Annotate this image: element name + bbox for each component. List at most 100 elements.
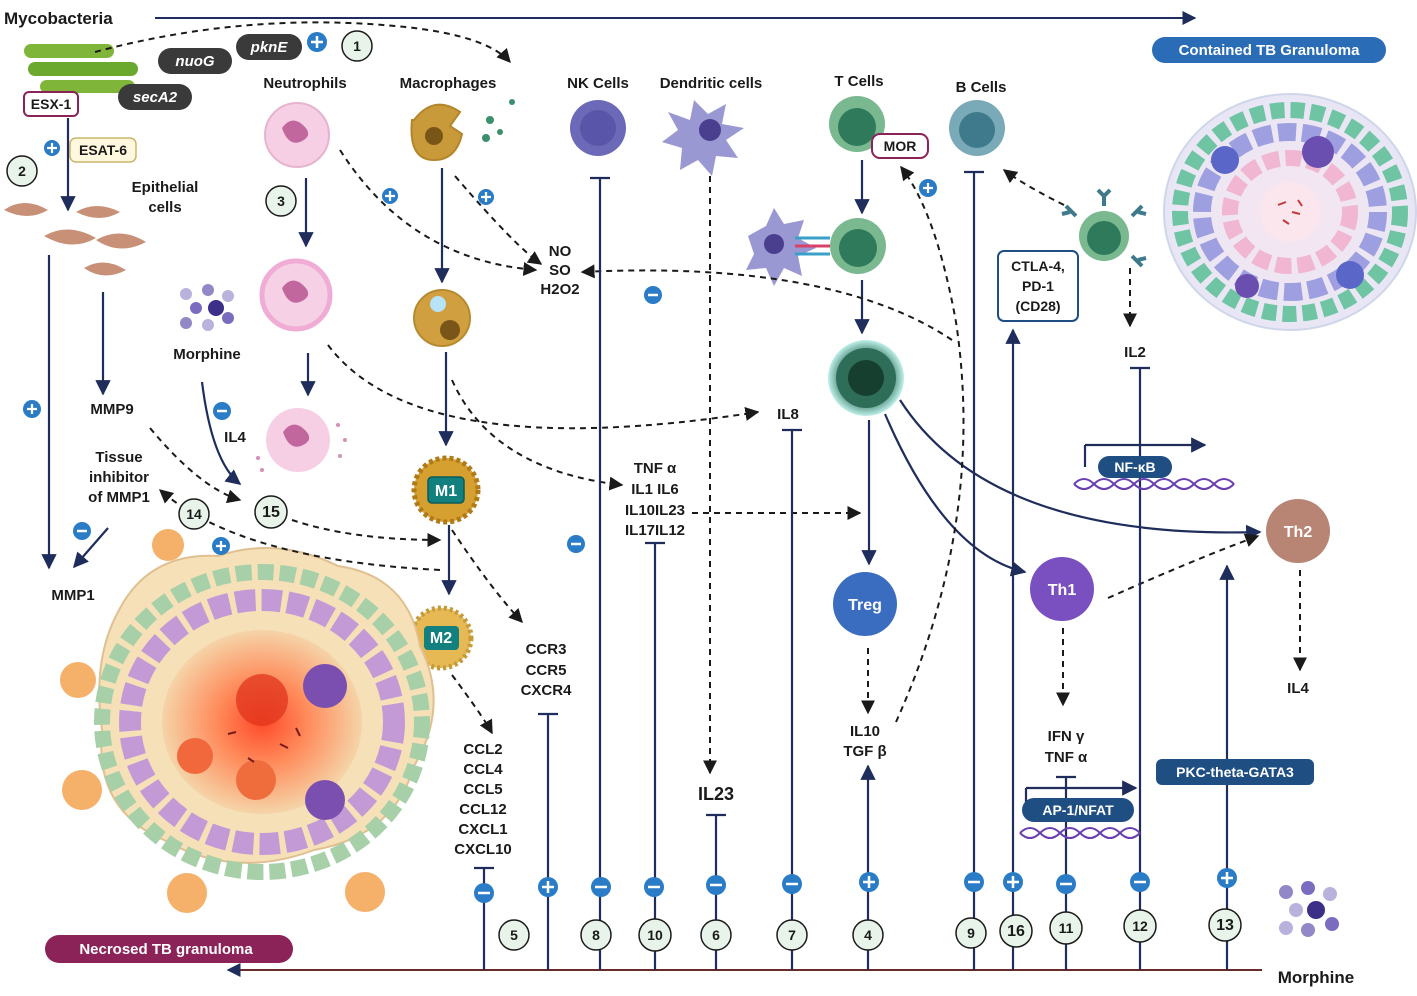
svg-text:8: 8 — [592, 927, 600, 943]
timp-line2: inhibitor — [89, 469, 149, 486]
checkpoint-line3: (CD28) — [1015, 298, 1060, 314]
macrophage-m2-icon: M2 — [408, 605, 474, 671]
step-number-8: 8 — [580, 919, 612, 951]
ros-h2o2-label: H2O2 — [540, 281, 579, 298]
contained-granuloma-badge: Contained TB Granuloma — [1152, 37, 1386, 63]
svg-text:4: 4 — [864, 927, 872, 943]
step-number-1: 1 — [341, 30, 373, 62]
plus-minus-signs — [23, 32, 1237, 903]
minus-sign-icon — [964, 872, 984, 892]
timp-line3: of MMP1 — [88, 489, 150, 506]
minus-sign-icon — [644, 877, 664, 897]
th2-cell-icon: Th2 — [1266, 499, 1330, 563]
macrophage-cell-2-icon — [413, 289, 471, 347]
ccl5-label: CCL5 — [463, 781, 502, 798]
morphine-left-label: Morphine — [173, 346, 241, 363]
contained-granuloma-illustration — [1163, 93, 1417, 331]
svg-text:14: 14 — [186, 506, 202, 522]
epithelial-cells-label-line2: cells — [148, 199, 181, 216]
treg-cell-icon: Treg — [833, 572, 897, 636]
pkc-gata3-badge: PKC-theta-GATA3 — [1156, 759, 1314, 785]
step-number-14: 14 — [178, 498, 210, 530]
mmp1-label: MMP1 — [51, 587, 94, 604]
inhibition-lines — [474, 170, 1235, 970]
cytokine-line4: IL17IL12 — [625, 522, 685, 539]
plus-sign-icon — [1003, 872, 1023, 892]
minus-sign-icon — [1130, 872, 1150, 892]
cxcl1-label: CXCL1 — [458, 821, 507, 838]
il10-label: IL10 — [850, 723, 880, 740]
plus-sign-icon — [382, 188, 398, 204]
esat6-label: ESAT-6 — [79, 142, 127, 158]
cytokine-line3: IL10IL23 — [625, 502, 685, 519]
minus-sign-icon — [73, 522, 91, 540]
epithelial-cells-label-line1: Epithelial — [132, 179, 199, 196]
plus-sign-icon — [307, 32, 327, 52]
neutrophil-cell-3-icon — [256, 408, 347, 472]
svg-text:6: 6 — [712, 927, 720, 943]
il4-left-label: IL4 — [224, 429, 246, 446]
gene-nuog-pill: nuoG — [158, 48, 232, 74]
minus-sign-icon — [213, 402, 231, 420]
th2-label: Th2 — [1284, 524, 1313, 541]
ap1-nfat-badge: AP-1/NFAT — [1022, 798, 1134, 822]
macrophage-m1-icon: M1 — [411, 455, 481, 525]
solid-arrows — [41, 118, 1262, 810]
neutrophil-cell-2-icon — [259, 258, 333, 332]
necrosed-granuloma-badge: Necrosed TB granuloma — [45, 935, 293, 963]
nfkb-label: NF-κB — [1114, 459, 1155, 475]
minus-sign-icon — [474, 883, 494, 903]
ccr5-label: CCR5 — [526, 662, 567, 679]
svg-text:9: 9 — [967, 925, 975, 941]
dashed-arrows — [94, 21, 1307, 775]
m2-label: M2 — [430, 630, 452, 647]
checkpoint-box: CTLA-4, PD-1 (CD28) — [997, 250, 1079, 322]
step-number-13: 13 — [1208, 908, 1242, 942]
minus-sign-icon — [782, 874, 802, 894]
dna-helix-nfkb-icon — [1073, 478, 1235, 490]
ifn-gamma-label: IFN γ — [1048, 728, 1085, 745]
il8-label: IL8 — [777, 406, 799, 423]
dendritic-cells-label: Dendritic cells — [660, 75, 763, 92]
cytokine-line2: IL1 IL6 — [631, 481, 679, 498]
gene-seca2-pill: secA2 — [118, 84, 192, 110]
ros-so-label: SO — [549, 262, 571, 279]
morphine-molecules-right-icon — [1279, 881, 1339, 937]
th1-cell-icon: Th1 — [1030, 557, 1094, 621]
morphine-molecules-left-icon — [180, 284, 234, 331]
treg-label: Treg — [848, 597, 882, 614]
svg-text:2: 2 — [18, 163, 26, 179]
neutrophils-label: Neutrophils — [263, 75, 346, 92]
svg-text:12: 12 — [1132, 918, 1148, 934]
plus-sign-icon — [478, 189, 494, 205]
necrosed-granuloma-label: Necrosed TB granuloma — [79, 941, 253, 958]
plus-sign-icon — [1217, 868, 1237, 888]
ap1-nfat-label: AP-1/NFAT — [1042, 802, 1114, 818]
nk-cell-icon — [570, 100, 626, 156]
svg-text:5: 5 — [510, 927, 518, 943]
plus-sign-icon — [859, 872, 879, 892]
tgfb-label: TGF β — [843, 743, 886, 760]
b-cells-label: B Cells — [956, 79, 1007, 96]
gene-pkne-label: pknE — [250, 39, 289, 56]
macrophages-label: Macrophages — [400, 75, 497, 92]
il23-label: IL23 — [698, 784, 734, 804]
cxcl10-label: CXCL10 — [454, 841, 512, 858]
gene-nuog-label: nuoG — [175, 53, 214, 70]
ccl12-label: CCL12 — [459, 801, 507, 818]
step-number-12: 12 — [1123, 909, 1157, 943]
step-number-16: 16 — [999, 914, 1033, 948]
ccl4-label: CCL4 — [463, 761, 503, 778]
gene-pkne-pill: pknE — [236, 34, 302, 60]
checkpoint-line1: CTLA-4, — [1011, 258, 1065, 274]
checkpoint-line2: PD-1 — [1022, 278, 1054, 294]
svg-text:10: 10 — [647, 927, 663, 943]
cxcr4-label: CXCR4 — [521, 682, 573, 699]
nfkb-badge: NF-κB — [1098, 456, 1172, 478]
step-number-11: 11 — [1049, 911, 1083, 945]
t-cell-icon — [829, 96, 885, 152]
b-cell-icon — [949, 100, 1005, 156]
plus-sign-icon — [23, 400, 41, 418]
th1-label: Th1 — [1048, 582, 1077, 599]
